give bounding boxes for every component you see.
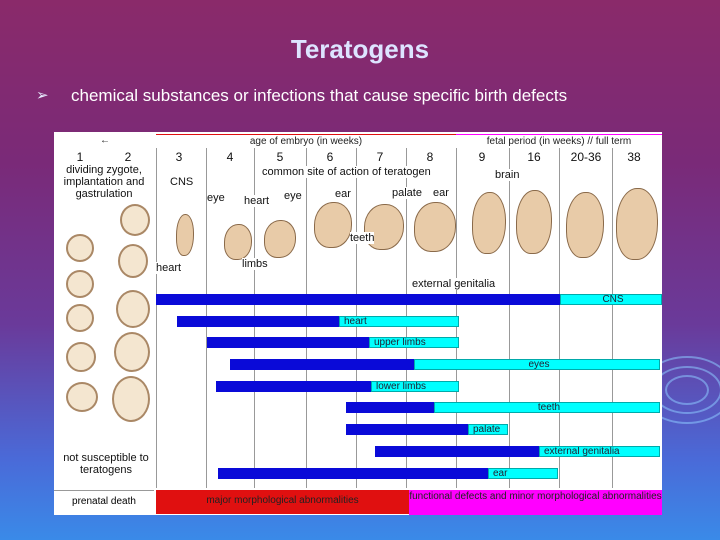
organ-label-cns: CNS [170, 176, 194, 188]
week-label: 9 [478, 150, 486, 164]
organ-label-teeth: teeth [350, 232, 375, 244]
embryo-week5-image [264, 220, 296, 258]
week-label: 7 [376, 150, 384, 164]
embryo-week6-image [314, 202, 352, 248]
week-label: 6 [326, 150, 334, 164]
footer-functional-defects: functional defects and minor morphologic… [409, 490, 662, 515]
bar-label: eyes [414, 359, 660, 370]
cleavage-image [66, 304, 94, 332]
embryo-age-header: age of embryo (in weeks) [156, 134, 456, 148]
high-sensitivity-segment [230, 359, 414, 370]
fetus-week9-image [472, 192, 506, 254]
high-sensitivity-segment [177, 316, 339, 327]
sensitivity-bar-ear: ear [54, 468, 662, 479]
zygote-image [66, 234, 94, 262]
organ-label-heart: heart [244, 195, 270, 207]
organ-label-ear: ear [335, 188, 351, 200]
common-site-label: common site of action of teratogen [262, 166, 431, 178]
high-sensitivity-segment [375, 446, 539, 457]
sensitivity-bar-eyes: eyes [54, 359, 662, 370]
sensitivity-bar-teeth: teeth [54, 402, 662, 413]
fetus-week16-image [516, 190, 552, 254]
organ-label-eye: eye [284, 190, 302, 202]
high-sensitivity-segment [346, 424, 468, 435]
implantation-image [118, 244, 148, 278]
week-label: 3 [175, 150, 183, 164]
early-stage-label: dividing zygote, implantation and gastru… [63, 164, 145, 200]
week-label: 1 [76, 150, 84, 164]
bar-label: teeth [434, 402, 660, 413]
blastocyst-image [66, 382, 98, 412]
high-sensitivity-segment [218, 468, 488, 479]
organ-label-external-genitalia: external genitalia [412, 278, 496, 290]
sensitivity-bar-palate: palate [54, 424, 662, 435]
high-sensitivity-segment [207, 337, 369, 348]
not-susceptible-label: not susceptible to teratogens [63, 452, 149, 476]
week-label: 8 [426, 150, 434, 164]
bar-label: lower limbs [371, 381, 459, 392]
footer-major-abnormalities: major morphological abnormalities [156, 490, 409, 514]
sensitivity-bar-external-genitalia: external genitalia [54, 446, 662, 457]
organ-label-heart: heart [156, 262, 182, 274]
sensitivity-bar-heart: heart [54, 316, 662, 327]
teratogen-chart: ← age of embryo (in weeks) fetal period … [54, 132, 662, 515]
sensitivity-bar-upper-limbs: upper limbs [54, 337, 662, 348]
high-sensitivity-segment [156, 294, 560, 305]
embryo-week3-image [176, 214, 194, 256]
gastrulation-image [114, 332, 150, 372]
week-label: 5 [276, 150, 284, 164]
cleavage-image [66, 342, 96, 372]
organ-label-limbs: limbs [242, 258, 268, 270]
week-label: 38 [627, 150, 641, 164]
fetus-week20-36-image [566, 192, 604, 258]
divider [612, 148, 613, 488]
week-label: 16 [527, 150, 541, 164]
morula-image [66, 270, 94, 298]
fetal-period-header: fetal period (in weeks) // full term [456, 134, 662, 148]
bar-label: palate [468, 424, 508, 435]
sensitivity-bar-cns: CNS [54, 294, 662, 305]
organ-label-palate: palate [392, 187, 422, 199]
bar-label: upper limbs [369, 337, 459, 348]
blastocyst-image [120, 204, 150, 236]
header-arrow-start: ← [100, 135, 110, 146]
embryo-week4-image [224, 224, 252, 260]
bar-label: CNS [560, 294, 662, 305]
bullet-text: chemical substances or infections that c… [71, 86, 568, 105]
embryo-disc-image [112, 376, 150, 422]
week-label: 4 [226, 150, 234, 164]
high-sensitivity-segment [216, 381, 371, 392]
embryo-week8-image [414, 202, 456, 252]
divider [509, 148, 510, 488]
bar-label: ear [488, 468, 558, 479]
divider [156, 148, 157, 488]
slide-title: Teratogens [290, 34, 430, 64]
organ-label-eye: eye [207, 192, 225, 204]
bar-label: external genitalia [539, 446, 660, 457]
arrow-bullet-icon: ➢ [36, 87, 49, 104]
week-label: 20-36 [570, 150, 602, 164]
divider [559, 148, 560, 488]
fetus-week38-image [616, 188, 658, 260]
bar-label: heart [339, 316, 459, 327]
sensitivity-bar-lower-limbs: lower limbs [54, 381, 662, 392]
footer-prenatal-death: prenatal death [54, 490, 154, 515]
implantation-image [116, 290, 150, 328]
organ-label-ear: ear [433, 187, 449, 199]
week-label: 2 [124, 150, 132, 164]
organ-label-brain: brain [495, 169, 520, 181]
high-sensitivity-segment [346, 402, 434, 413]
